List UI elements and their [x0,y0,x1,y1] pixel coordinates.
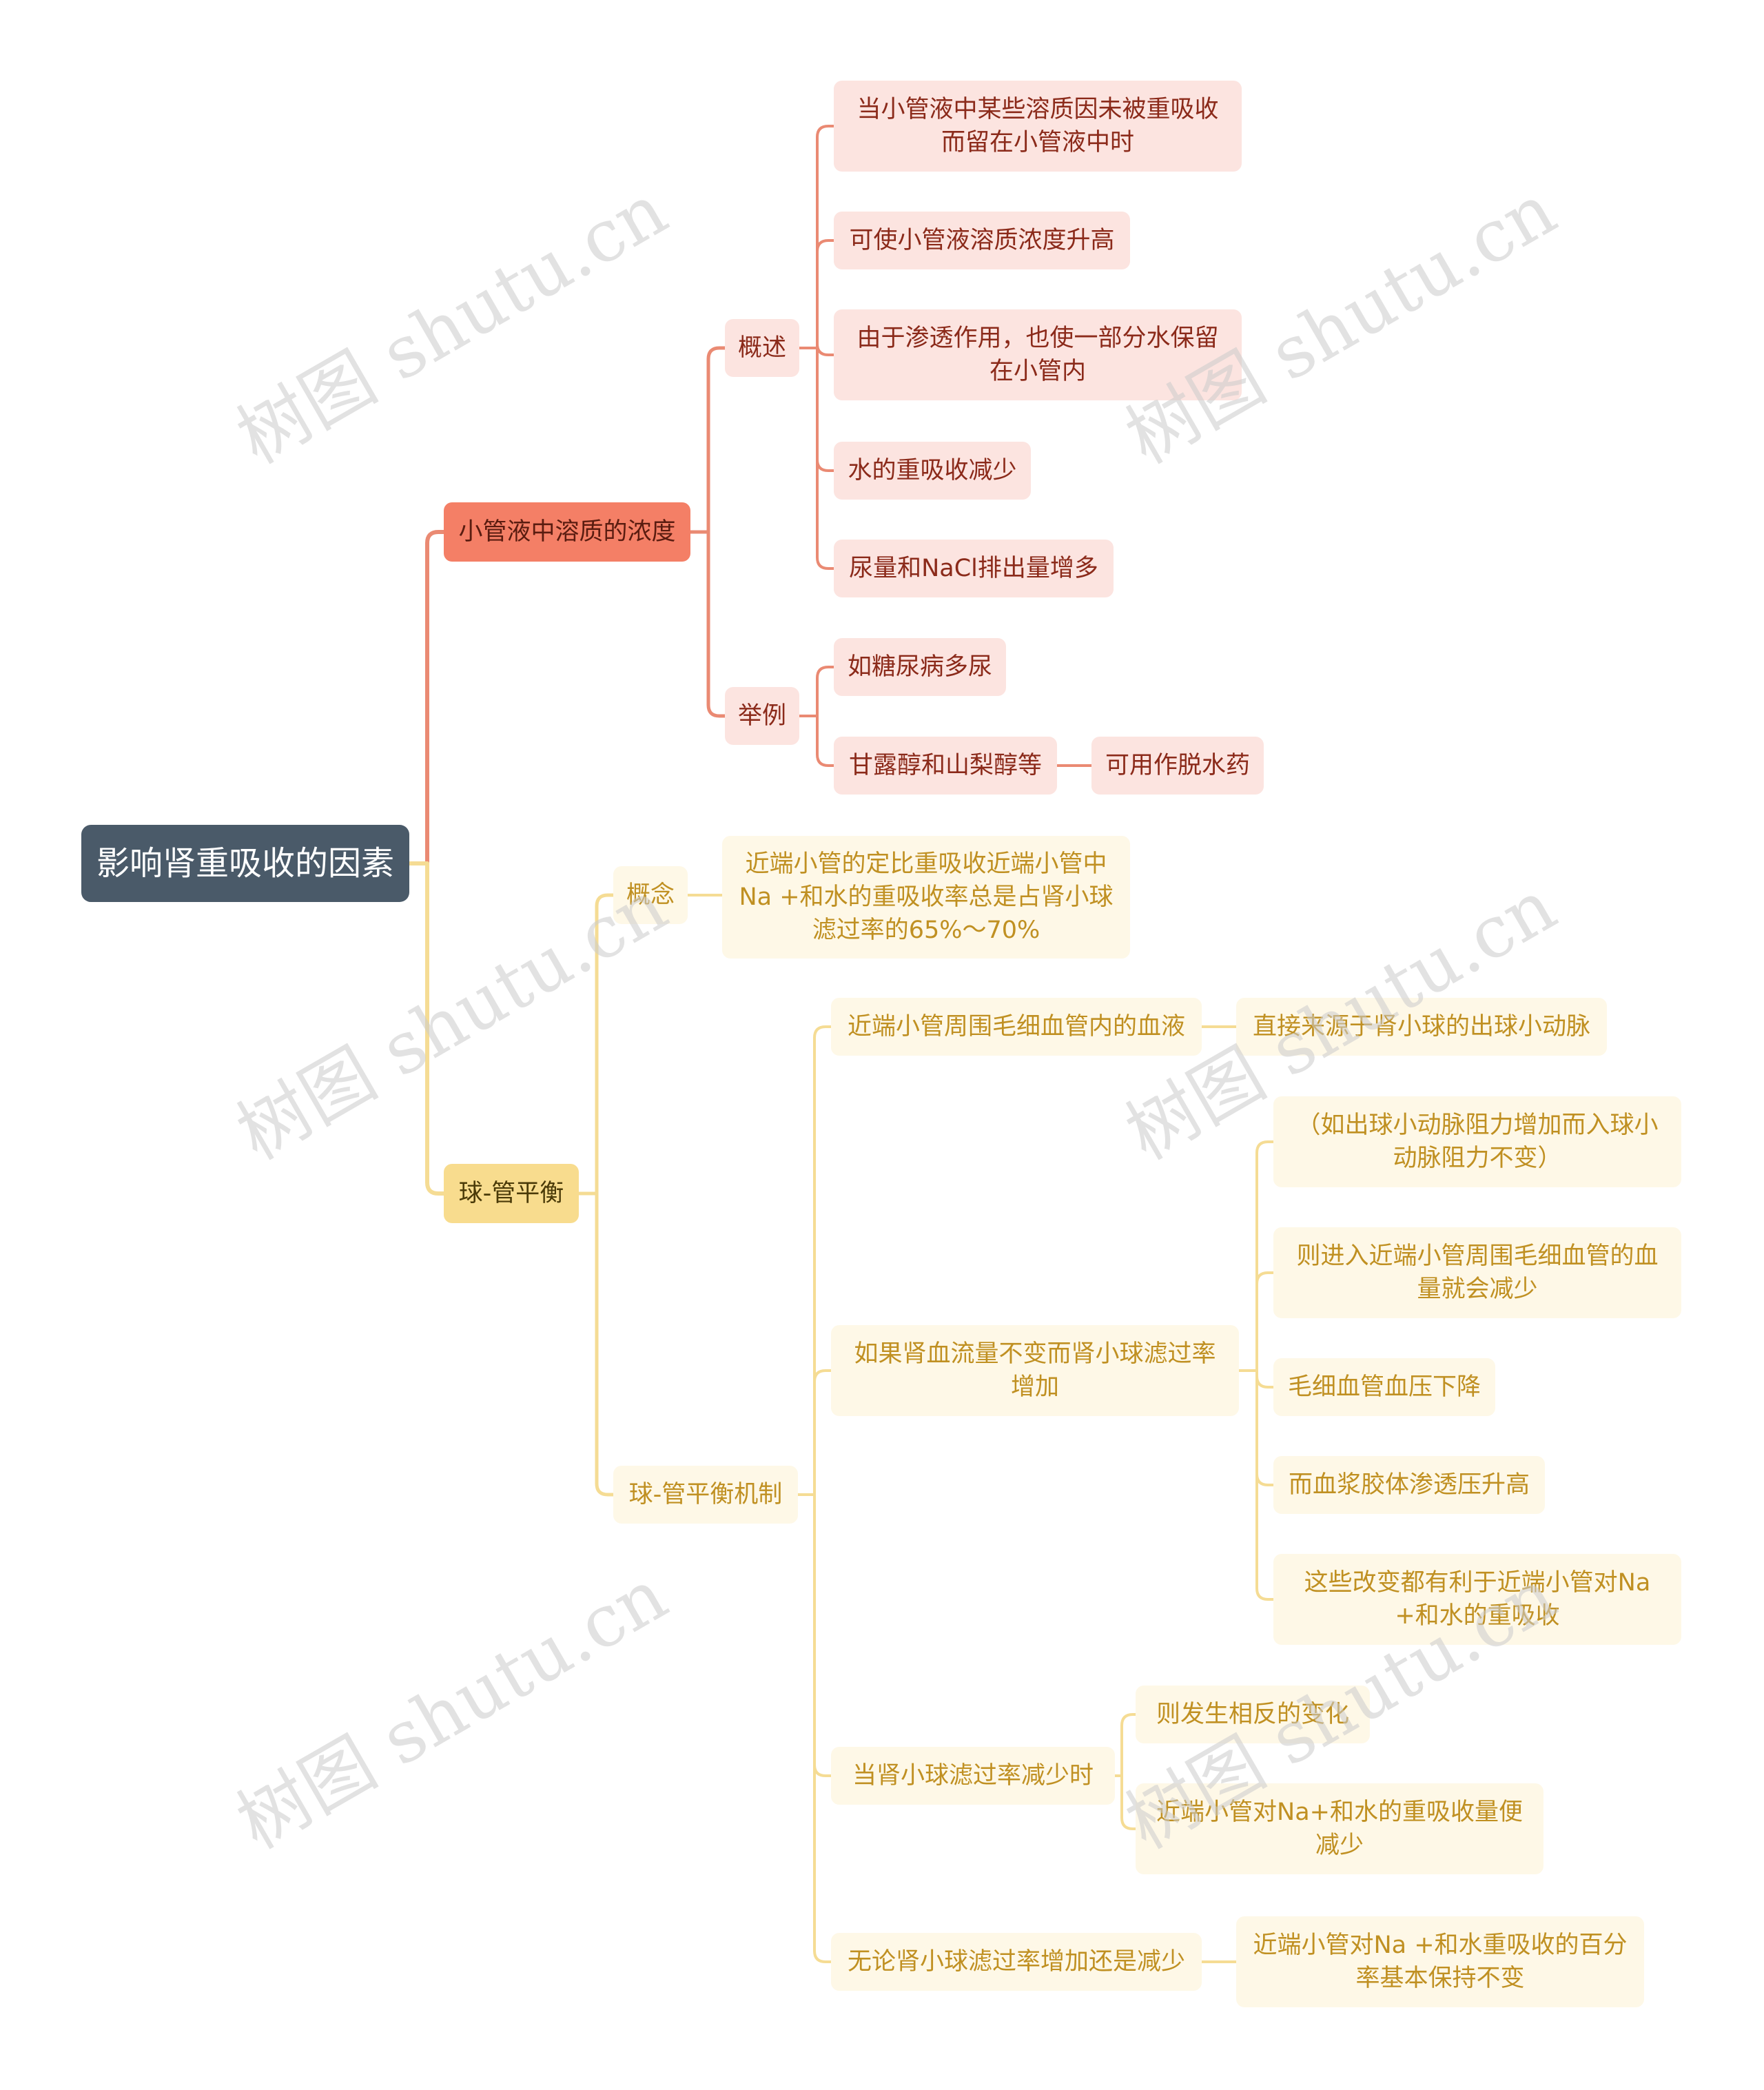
connector [813,1493,832,1777]
example-sub-item[interactable]: 可用作脱水药 [1091,737,1264,795]
mechanism-increase[interactable]: 如果肾血流量不变而肾小球滤过率增加 [831,1325,1239,1416]
connector [1120,1774,1137,1830]
concept-text[interactable]: 近端小管的定比重吸收近端小管中Na +和水的重吸收率总是占肾小球滤过率的65%～… [722,836,1130,959]
connector [706,530,727,718]
mechanism-blood-sub[interactable]: 直接来源于肾小球的出球小动脉 [1236,998,1607,1056]
connector [816,239,835,349]
connector [1255,1369,1275,1389]
branch-solute-concentration[interactable]: 小管液中溶质的浓度 [444,502,690,562]
increase-item[interactable]: 毛细血管血压下降 [1273,1358,1495,1416]
decrease-item[interactable]: 近端小管对Na+和水的重吸收量便减少 [1136,1783,1544,1874]
connector [425,530,446,865]
increase-item[interactable]: 而血浆胶体渗透压升高 [1273,1456,1545,1514]
example-item[interactable]: 如糖尿病多尿 [834,638,1006,696]
mechanism-blood[interactable]: 近端小管周围毛细血管内的血液 [831,998,1202,1056]
connector [813,1493,832,1963]
connector [595,893,615,1196]
branch-glomerulotubular-balance[interactable]: 球-管平衡 [444,1164,579,1223]
connector [813,1025,832,1496]
connector [816,347,835,570]
increase-item[interactable]: 则进入近端小管周围毛细血管的血量就会减少 [1273,1227,1681,1318]
connector [1255,1140,1275,1372]
increase-item[interactable]: 这些改变都有利于近端小管对Na +和水的重吸收 [1273,1554,1681,1645]
connector [816,125,835,349]
overview-item[interactable]: 尿量和NaCl排出量增多 [834,540,1114,597]
decrease-item[interactable]: 则发生相反的变化 [1136,1686,1370,1743]
concept-node[interactable]: 概念 [613,866,688,924]
connector [425,861,446,1196]
overview-item[interactable]: 当小管液中某些溶质因未被重吸收而留在小管液中时 [834,81,1242,172]
connector [813,1369,832,1496]
root-node[interactable]: 影响肾重吸收的因素 [81,825,409,902]
connector [816,666,835,717]
overview-item[interactable]: 由于渗透作用，也使一部分水保留在小管内 [834,309,1242,400]
example-item[interactable]: 甘露醇和山梨醇等 [834,737,1057,795]
connector [1255,1271,1275,1372]
overview-item[interactable]: 水的重吸收减少 [834,442,1031,500]
example-node[interactable]: 举例 [725,687,799,745]
connector [816,715,835,767]
mechanism-node[interactable]: 球-管平衡机制 [613,1466,798,1524]
connector [816,343,835,356]
connector [595,1191,615,1497]
increase-item[interactable]: （如出球小动脉阻力增加而入球小动脉阻力不变） [1273,1096,1681,1187]
connector [1255,1369,1275,1601]
connector [706,346,727,534]
overview-node[interactable]: 概述 [725,319,799,377]
connector [1120,1713,1137,1777]
overview-item[interactable]: 可使小管液溶质浓度升高 [834,212,1130,269]
mechanism-decrease[interactable]: 当肾小球滤过率减少时 [831,1747,1115,1805]
mechanism-either[interactable]: 无论肾小球滤过率增加还是减少 [831,1933,1202,1991]
connector [816,347,835,472]
mechanism-either-sub[interactable]: 近端小管对Na +和水重吸收的百分率基本保持不变 [1236,1916,1644,2007]
